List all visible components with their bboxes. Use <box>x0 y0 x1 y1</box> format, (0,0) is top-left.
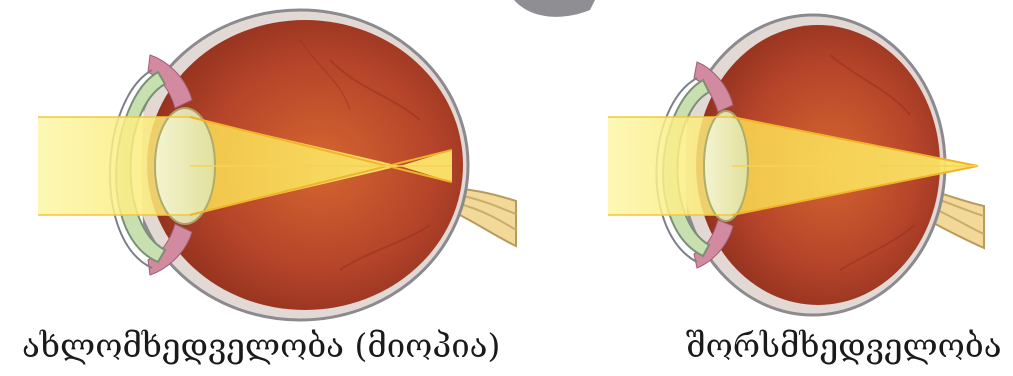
partial-eye-top <box>514 0 595 17</box>
hyperopia-eye <box>608 15 984 315</box>
caption-hyperopia: შორსმხედველობა <box>686 326 1002 366</box>
myopia-eye <box>38 10 516 320</box>
caption-myopia: ახლომხედველობა (მიოპია) <box>22 326 500 366</box>
